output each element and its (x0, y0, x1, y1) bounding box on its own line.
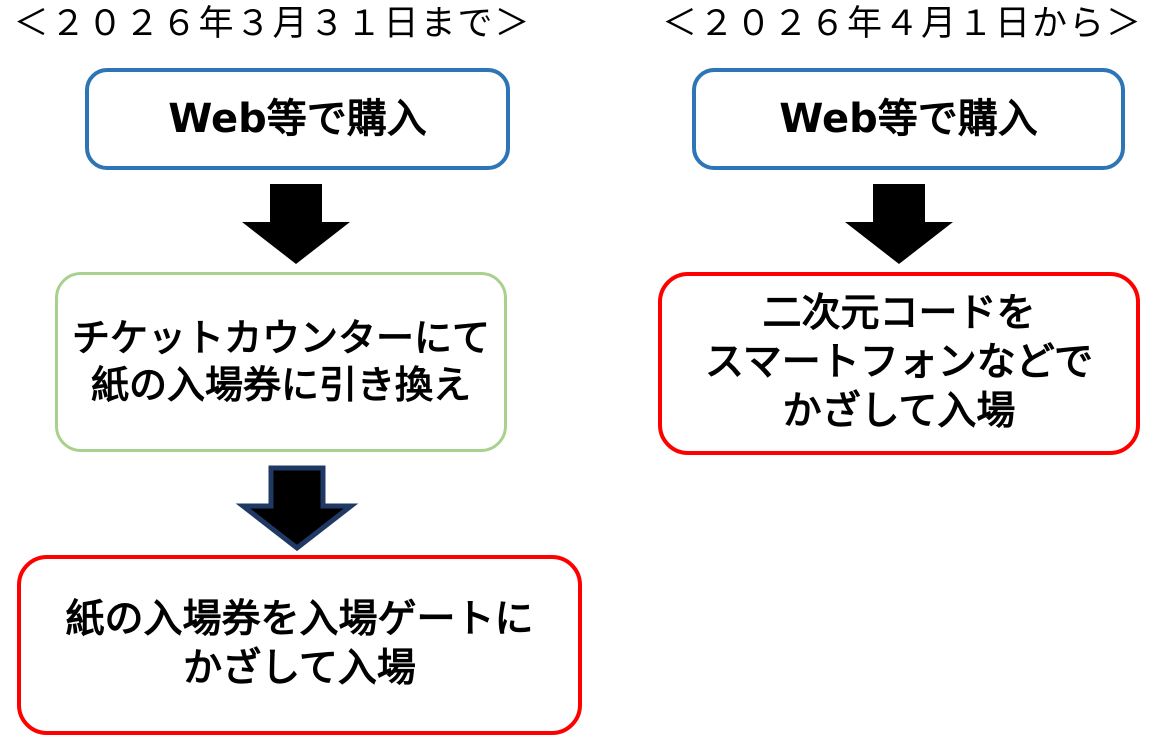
right-step-qr-entry-line2: スマートフォンなどで (704, 340, 1094, 386)
down-arrow-shape (845, 184, 953, 264)
right-step-qr-entry-box: 二次元コードを スマートフォンなどで かざして入場 (658, 272, 1140, 455)
down-arrow-outlined-shape (235, 465, 359, 552)
right-column-header: ＜２０２６年４月１日から＞ (661, 4, 1143, 44)
left-step-gate-entry-line1: 紙の入場券を入場ゲートに (65, 597, 534, 643)
left-step-web-purchase-label: Web等で購入 (168, 96, 427, 142)
left-column-header: ＜２０２６年３月３１日まで＞ (13, 4, 532, 44)
right-step-qr-entry-line3: かざして入場 (782, 388, 1016, 434)
left-step-web-purchase-box: Web等で購入 (85, 68, 510, 170)
down-arrow-icon (845, 184, 953, 264)
down-arrow-outlined-icon (235, 465, 359, 552)
left-step-counter-exchange-line2: 紙の入場券に引き換え (90, 363, 471, 407)
left-step-counter-exchange-line1: チケットカウンターにて (71, 315, 490, 360)
left-step-counter-exchange-box: チケットカウンターにて 紙の入場券に引き換え (55, 272, 507, 452)
left-step-gate-entry-box: 紙の入場券を入場ゲートに かざして入場 (17, 555, 582, 735)
left-step-gate-entry-line2: かざして入場 (183, 646, 416, 691)
right-step-web-purchase-label: Web等で購入 (779, 96, 1038, 142)
right-step-qr-entry-line1: 二次元コードを (762, 291, 1036, 337)
right-step-web-purchase-box: Web等で購入 (692, 68, 1125, 170)
down-arrow-shape (242, 184, 350, 264)
down-arrow-icon (242, 184, 350, 264)
